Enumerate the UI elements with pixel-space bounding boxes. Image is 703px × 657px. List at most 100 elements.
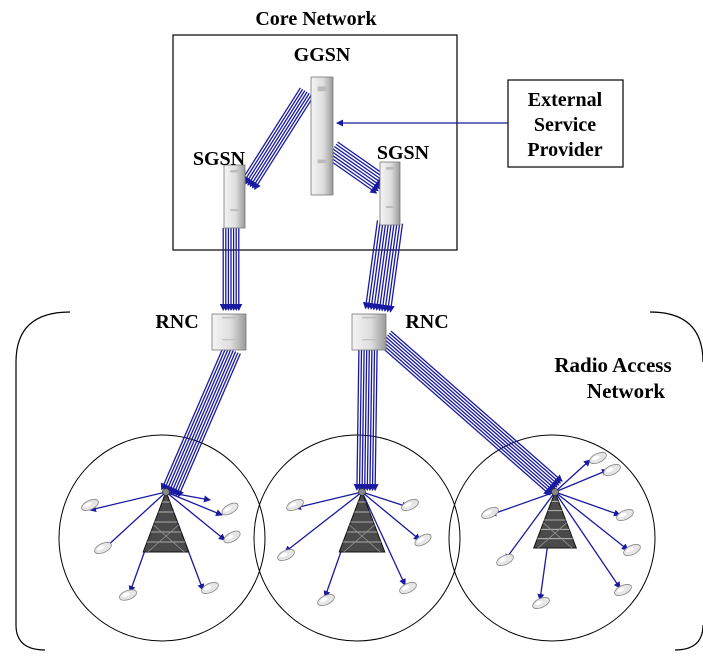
ran-label-line1: Radio Access [554,353,671,377]
sgsn-right-to-rnc-bundle [362,220,404,313]
sgsn-right-to-rnc-bundle-line [373,221,390,311]
rnc-left-to-bts-bundle-line [177,353,241,498]
sgsn-right-node [379,161,401,226]
tower-left [142,488,190,553]
rnc-right-to-bts-middle-bundle-line [353,349,361,491]
rnc-right-to-bts-right-bundle [378,330,563,496]
rnc-left-to-bts-bundle-line [175,352,239,497]
ggsn-to-sgsn-left-bundle-line [240,87,301,182]
server-slot [230,209,239,211]
ggsn-to-sgsn-right-bundle-line [335,143,387,180]
rnc-right-to-bts-right-bundle-line [387,334,560,486]
sgsn-right-to-rnc-bundle-line [385,223,401,313]
phone-screen [224,506,232,512]
rnc-right-to-bts-middle-bundle-line [358,349,366,491]
external-service-provider-box [507,79,624,168]
mobile-phone [532,597,550,609]
cell-left [58,434,266,642]
ggsn-to-sgsn-right-bundle-line [327,155,379,192]
phone-screen [289,502,297,508]
sgsn-right-to-rnc-bundle-line [387,223,404,313]
rnc-left-to-bts-bundle [160,346,241,498]
rnc-right-to-bts-right-bundle-line [390,330,563,482]
tower-brace [343,524,375,553]
phone-screen [84,502,92,508]
bts-to-phone-arrow [361,491,421,541]
equipment-layer [81,76,641,609]
mobile-phone [614,584,632,596]
bts-to-phone-arrow [165,491,226,541]
sgsn-right-to-rnc-bundle-line [379,222,395,312]
mobile-phone [589,452,607,464]
ggsn-to-sgsn-left-bundle-line [247,91,308,186]
server-slot [386,167,394,170]
rnc-right-to-bts-middle-bundle-line [363,350,371,492]
external-label-line2: Service [534,114,596,136]
tower-middle [338,488,386,553]
mobile-phone [94,542,112,554]
external-label-line3: Provider [527,139,602,161]
mobile-phone [223,530,241,544]
tower-right [532,488,578,549]
rnc-right-to-bts-right-bundle-line [380,342,553,494]
server-slot [230,170,239,173]
server-icon [211,313,247,351]
sgsn-left-to-rnc-bundle [219,228,243,311]
sgsn-right-to-rnc-bundle-line [365,220,381,310]
phone-screen [626,547,634,553]
tower-brace [153,524,185,553]
sgsn-right-label: SGSN [377,142,430,164]
rnc-right-node [351,313,387,351]
server-slot [386,206,394,208]
ggsn-node [310,76,334,196]
ggsn-to-sgsn-left-bundle-line [249,93,310,188]
antenna [358,488,366,496]
bts-to-phone-arrow [504,491,556,561]
server-slot [317,159,327,164]
bts-to-phone-arrow [554,491,621,589]
mobile-phone [201,582,219,594]
rnc-right-to-bts-right-bundle-line [388,332,562,484]
rnc-left-to-bts-bundle-line [160,346,225,491]
ggsn-to-sgsn-right-bundle-line [330,150,383,187]
rnc-right-to-bts-middle-bundle-line [361,349,369,491]
rnc-right-to-bts-middle-bundle-line [366,350,374,492]
bts-to-phone-arrow [554,459,591,493]
sgsn-right-to-rnc-bundle-line [371,221,387,311]
rnc-left-to-bts-bundle-line [172,351,237,496]
rnc-right-to-bts-middle-bundle-line [356,349,364,491]
server-slot [317,86,327,92]
rnc-right-to-bts-middle-bundle [353,349,379,492]
phone-screen [121,592,130,597]
sgsn-left-node [223,164,246,229]
bts-to-phone-arrow [361,491,409,509]
ggsn-label: GGSN [294,44,351,66]
rnc-left-to-bts-bundle-line [163,347,227,492]
server-icon [379,161,401,226]
rnc-left-node [211,313,247,351]
tower-brace [543,522,573,549]
sgsn-right-to-rnc-bundle-line [382,222,398,312]
phone-screen [606,467,614,473]
server-slot [222,316,236,319]
bts-to-phone-arrow [165,491,223,516]
rnc-right-label: RNC [405,311,448,333]
server-icon [223,164,246,229]
mobile-phone [317,594,335,606]
cell-right [448,434,656,642]
server-slot [362,339,376,341]
phone-screen [484,510,492,516]
bts-to-phone-arrow [361,491,406,586]
server-slot [222,339,236,341]
ggsn-to-sgsn-left-bundle-line [251,94,312,189]
phone-screen [617,587,625,593]
rnc-left-to-bts-bundle-line [170,350,234,495]
rnc-right-to-bts-middle-bundle-line [369,350,377,492]
ggsn-to-sgsn-left-bundle [240,87,315,191]
external-label-line1: External [528,89,603,111]
phone-screen [535,600,543,606]
phone-screen [97,545,105,551]
bts-to-phone-arrow [89,491,167,513]
mobile-phone [603,464,621,476]
